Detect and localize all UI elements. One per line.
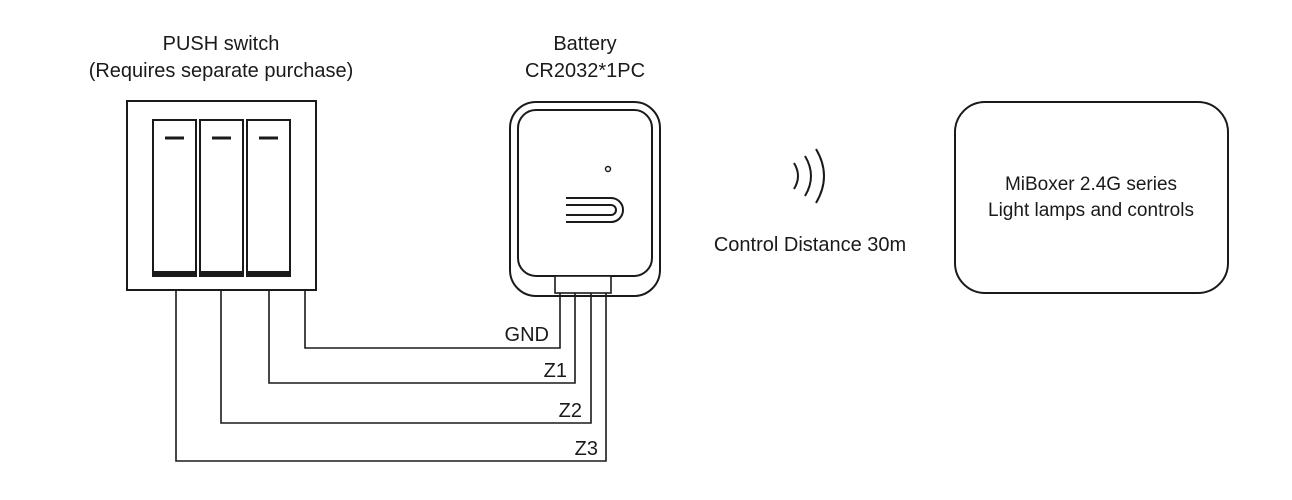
battery-subtitle: CR2032*1PC	[525, 60, 645, 82]
wire-label-z1: Z1	[544, 360, 567, 382]
wire-label-z3: Z3	[575, 438, 598, 460]
remote-module	[509, 101, 661, 297]
miboxer-controller-box	[954, 101, 1229, 294]
battery-title: Battery	[553, 33, 616, 55]
switch-title: PUSH switch	[163, 33, 280, 55]
switch-subtitle: (Requires separate purchase)	[89, 60, 354, 82]
wires	[175, 290, 607, 462]
wire-z2	[220, 290, 592, 424]
wire-label-z2: Z2	[559, 400, 582, 422]
miboxer-line-1: MiBoxer 2.4G series	[1005, 174, 1177, 195]
indicator-led-icon	[604, 165, 612, 173]
wire-gnd	[304, 290, 561, 349]
control-distance-label: Control Distance 30m	[714, 234, 906, 256]
push-switch-panel	[126, 100, 317, 291]
wire-label-gnd: GND	[505, 324, 549, 346]
miboxer-line-2: Light lamps and controls	[988, 200, 1194, 221]
switch-key-3	[246, 119, 291, 277]
wireless-signal-icon	[793, 148, 825, 204]
wire-z1	[268, 290, 576, 384]
wire-z3	[175, 290, 607, 462]
switch-key-2	[199, 119, 244, 277]
button-key-icon	[566, 197, 624, 223]
switch-key-1	[152, 119, 197, 277]
